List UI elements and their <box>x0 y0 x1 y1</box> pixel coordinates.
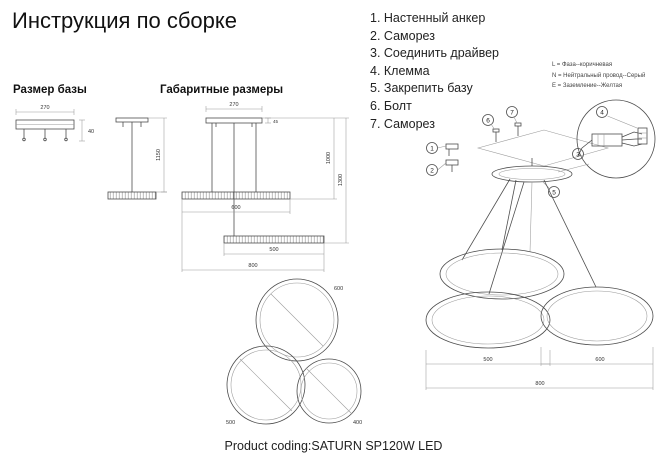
dim-drop-1150: 1150 <box>156 149 162 161</box>
dim-persp-500: 500 <box>483 357 492 363</box>
dim-plan-top-ring: 600 <box>334 286 343 292</box>
wiring-legend: L = Фаза--коричневая N = Нейтральный про… <box>552 62 664 94</box>
callout-6: 6 <box>486 117 490 124</box>
callout-5: 5 <box>552 189 556 196</box>
terminal-block <box>637 127 648 145</box>
upper-ring-profile <box>181 191 291 200</box>
callout-1: 1 <box>430 145 434 152</box>
dim-total-800: 800 <box>248 263 257 269</box>
lower-ring-profile <box>223 235 325 244</box>
callout-6-circle <box>482 114 494 126</box>
dim-persp-800: 800 <box>535 381 544 387</box>
perspective-dimensions: 500 600 800 <box>425 347 654 390</box>
base-size-heading: Размер базы <box>13 84 87 96</box>
step-item-7: 7. Саморез <box>370 116 435 131</box>
callout-7: 7 <box>510 109 514 116</box>
callout-3: 3 <box>576 151 580 158</box>
dim-plan-right-ring: 400 <box>353 420 362 426</box>
step-item-2: 2. Саморез <box>370 28 435 43</box>
bolt-detail: 6 7 <box>482 106 522 142</box>
driver-callout: 4 3 <box>557 99 656 179</box>
page-title: Инструкция по сборке <box>12 8 238 33</box>
ring-top <box>439 248 565 300</box>
dim-persp-600: 600 <box>595 357 604 363</box>
product-coding: Product coding:SATURN SP120W LED <box>224 439 443 453</box>
step-item-6: 6. Болт <box>370 98 412 113</box>
overall-dims-heading: Габаритные размеры <box>160 84 284 96</box>
callout-4: 4 <box>600 109 604 116</box>
driver-box <box>591 133 623 147</box>
anchor-detail: 1 2 <box>426 142 459 176</box>
left-elevation: 1150 <box>107 117 167 200</box>
callout-4-circle <box>596 106 608 118</box>
step-item-1: 1. Настенный анкер <box>370 11 486 25</box>
step-item-4: 4. Клемма <box>370 63 430 78</box>
dim-canopy-45: 45 <box>273 119 279 124</box>
ring-left <box>425 291 551 349</box>
callout-5-circle <box>548 186 560 198</box>
dim-canopy-270: 270 <box>229 102 238 108</box>
ring-right <box>540 286 654 346</box>
assembly-steps-list: 1. Настенный анкер 2. Саморез 3. Соедини… <box>370 11 499 134</box>
step-item-5: 5. Закрепить базу <box>370 81 473 96</box>
dim-drop-1000: 1000 <box>326 152 332 164</box>
main-elevation: 270 45 1000 1300 600 500 800 <box>181 102 349 272</box>
callout-2: 2 <box>430 167 434 174</box>
base-drawing: 270 40 <box>15 105 94 142</box>
callout-7-circle <box>506 106 518 118</box>
assembly-perspective-drawing: 1 2 6 7 4 3 <box>425 99 656 390</box>
step-item-3: 3. Соединить драйвер <box>370 46 500 61</box>
legend-line-phase: L = Фаза--коричневая <box>552 62 613 68</box>
dim-ring-500: 500 <box>269 247 278 253</box>
callout-3-circle <box>572 148 584 160</box>
pendant-rings <box>425 248 654 349</box>
legend-line-neutral: N = Нейтральный провод--Серый <box>552 72 646 79</box>
rings-plan-drawing: 600 500 400 <box>226 278 362 426</box>
dim-plan-left-ring: 500 <box>226 420 235 426</box>
overall-dimensions-drawing: 1150 270 45 1000 1300 600 500 <box>107 102 349 272</box>
dim-base-width: 270 <box>40 105 49 111</box>
suspension-wires <box>461 178 597 295</box>
dim-ring-600: 600 <box>231 205 240 211</box>
dim-base-height: 40 <box>88 129 94 135</box>
legend-line-ground: E = Заземление--Желтая <box>552 83 623 89</box>
ceiling-plane <box>476 129 610 167</box>
dim-drop-1300: 1300 <box>338 174 344 186</box>
